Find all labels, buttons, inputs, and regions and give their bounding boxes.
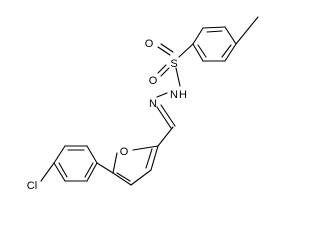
methyl-bond	[235, 16, 259, 45]
atom-label-oxygen-lower: O	[149, 75, 158, 87]
atom-label-chlorine: Cl	[27, 180, 37, 192]
ring-to-sulfur-bond	[178, 43, 194, 58]
atom-label-oxygen-furan: O	[120, 146, 129, 158]
atom-label-nitrogen-nh: N	[170, 89, 178, 101]
carbon-chlorine-bond	[40, 162, 55, 182]
tolyl-ring	[192, 26, 237, 62]
sulfonyl-double-bonds	[157, 43, 174, 77]
nitrogen-nitrogen-bond	[156, 92, 168, 98]
chemical-structure-diagram: O S O N H N O Cl	[27, 16, 259, 192]
imine-double-bond	[156, 104, 176, 129]
chlorophenyl-ring	[53, 145, 98, 182]
furan-to-phenyl-bond	[96, 162, 114, 174]
atom-label-sulfur: S	[170, 58, 177, 70]
methine-to-furan-bond	[157, 126, 174, 147]
atom-label-oxygen-upper: O	[145, 38, 154, 50]
sulfur-nitrogen-bond	[175, 67, 181, 87]
furan-ring	[112, 145, 159, 186]
atom-label-hydrogen: H	[179, 89, 187, 101]
molecule-drawing: O S O N H N O Cl	[27, 16, 259, 192]
atom-label-nitrogen-imine: N	[149, 98, 157, 110]
